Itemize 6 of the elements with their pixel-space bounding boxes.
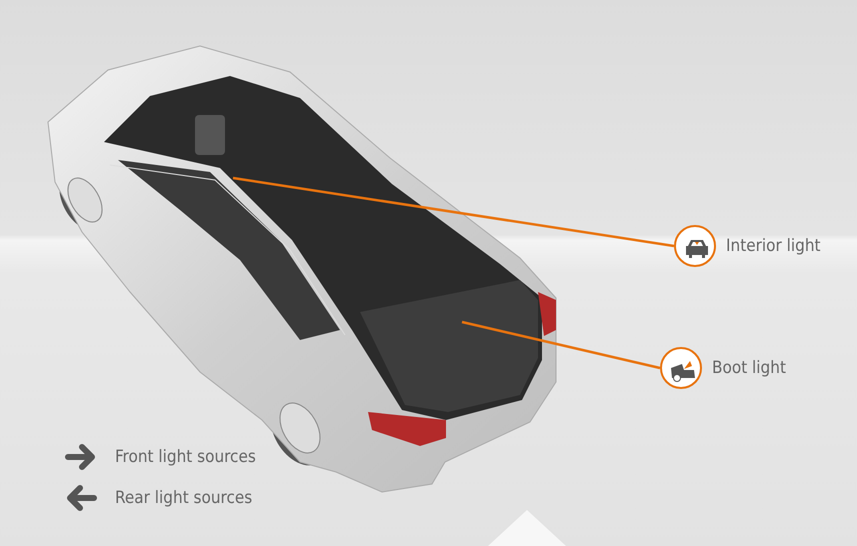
callout-label: Interior light: [726, 236, 821, 256]
leader-line: [232, 176, 674, 248]
legend-text: Rear light sources: [115, 488, 252, 508]
leader-line: [462, 320, 660, 370]
callout-label: Boot light: [712, 358, 786, 378]
legend-text: Front light sources: [115, 447, 256, 467]
